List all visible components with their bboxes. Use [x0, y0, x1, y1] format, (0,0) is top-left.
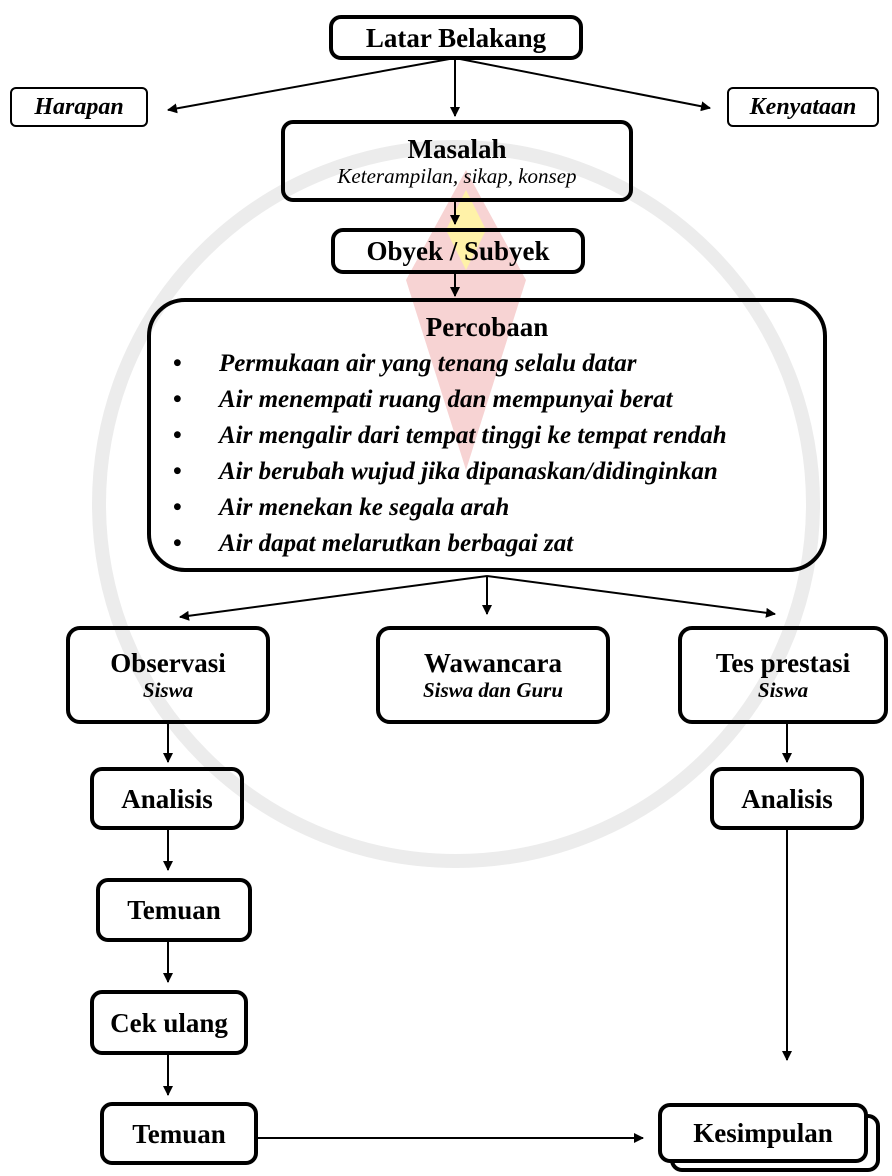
- percobaan-item: Air menekan ke segala arah: [173, 490, 727, 526]
- arrow-latar-harapan: [167, 57, 456, 114]
- kesimpulan-label: Kesimpulan: [693, 1118, 833, 1148]
- node-latar-belakang: Latar Belakang: [329, 15, 583, 60]
- percobaan-item: Air menempati ruang dan mempunyai berat: [173, 382, 727, 418]
- node-analisis-right: Analisis: [710, 767, 864, 830]
- temuan-2-label: Temuan: [132, 1118, 226, 1149]
- percobaan-item: Air berubah wujud jika dipanaskan/diding…: [173, 454, 727, 490]
- analisis-left-label: Analisis: [121, 783, 213, 814]
- wawancara-subtitle: Siswa dan Guru: [422, 677, 564, 702]
- percobaan-list: Permukaan air yang tenang selalu datar A…: [173, 346, 727, 562]
- percobaan-item: Air mengalir dari tempat tinggi ke tempa…: [173, 418, 727, 454]
- arrow-percobaan-tes: [486, 575, 776, 618]
- cek-ulang-label: Cek ulang: [110, 1007, 228, 1038]
- percobaan-item: Air dapat melarutkan berbagai zat: [173, 526, 727, 562]
- node-kesimpulan: Kesimpulan: [658, 1103, 868, 1163]
- node-harapan: Harapan: [10, 87, 148, 127]
- percobaan-item: Permukaan air yang tenang selalu datar: [173, 346, 727, 382]
- obyek-subyek-label: Obyek / Subyek: [366, 236, 550, 266]
- node-wawancara: Wawancara Siswa dan Guru: [376, 626, 610, 724]
- node-observasi: Observasi Siswa: [66, 626, 270, 724]
- node-masalah: Masalah Keterampilan, sikap, konsep: [281, 120, 633, 202]
- node-analisis-left: Analisis: [90, 767, 244, 830]
- temuan-1-label: Temuan: [127, 895, 221, 925]
- observasi-subtitle: Siswa: [142, 677, 194, 702]
- latar-belakang-label: Latar Belakang: [365, 22, 547, 53]
- masalah-title: Masalah: [407, 133, 507, 164]
- tes-prestasi-subtitle: Siswa: [757, 677, 809, 702]
- tes-prestasi-title: Tes prestasi: [715, 647, 851, 678]
- node-temuan-2: Temuan: [100, 1102, 258, 1165]
- arrow-latar-kenyataan: [454, 57, 711, 112]
- node-obyek-subyek: Obyek / Subyek: [331, 228, 585, 274]
- masalah-subtitle: Keterampilan, sikap, konsep: [337, 163, 577, 188]
- node-cek-ulang: Cek ulang: [90, 990, 248, 1055]
- arrow-percobaan-observasi: [179, 575, 488, 621]
- percobaan-title: Percobaan: [425, 312, 549, 342]
- node-tes-prestasi: Tes prestasi Siswa: [678, 626, 888, 724]
- observasi-title: Observasi: [110, 647, 226, 678]
- wawancara-title: Wawancara: [424, 647, 562, 678]
- node-percobaan: Percobaan Permukaan air yang tenang sela…: [147, 298, 827, 572]
- harapan-label: Harapan: [34, 94, 124, 120]
- node-temuan-1: Temuan: [96, 878, 252, 942]
- node-kenyataan: Kenyataan: [727, 87, 879, 127]
- analisis-right-label: Analisis: [741, 783, 833, 814]
- kenyataan-label: Kenyataan: [749, 94, 857, 120]
